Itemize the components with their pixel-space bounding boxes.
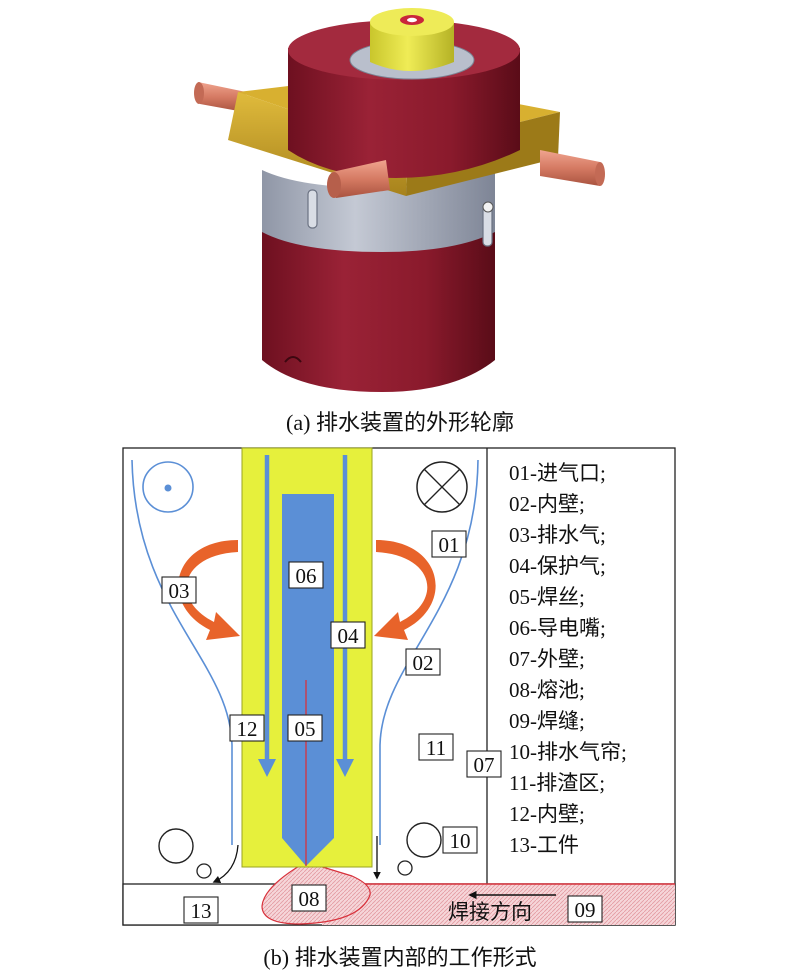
callout-03: 03 (161, 576, 197, 604)
copper-nozzle-front (327, 160, 390, 198)
callout-12: 12 (229, 714, 265, 742)
cap-hole-center (407, 17, 417, 23)
callout-01: 01 (431, 530, 467, 558)
svg-text:04: 04 (338, 624, 360, 648)
legend-item: 04-保护气; (509, 554, 606, 578)
legend-item: 02-内壁; (509, 492, 585, 516)
inlet-out-symbol (142, 461, 194, 513)
svg-text:10: 10 (450, 829, 471, 853)
copper-nozzle-left (194, 82, 246, 112)
legend-item: 12-内壁; (509, 802, 585, 826)
caption-b: (b) 排水装置内部的工作形式 (263, 945, 536, 970)
svg-text:01: 01 (439, 533, 460, 557)
callout-10: 10 (442, 826, 478, 854)
working-diagram: 焊接方向 01 02 03 04 05 06 07 08 09 10 11 12… (122, 447, 676, 926)
callout-08: 08 (291, 884, 327, 912)
device-3d-view (194, 8, 605, 392)
ring-slot-left (307, 189, 318, 229)
inner-wall-left (131, 459, 233, 845)
gray-ring (262, 170, 495, 252)
legend-item: 13-工件 (509, 833, 579, 857)
yellow-cap (370, 22, 454, 71)
weld-seam (322, 884, 675, 925)
drain-gas-arrow-right (374, 540, 436, 640)
legend-item: 05-焊丝; (509, 585, 585, 609)
callout-04: 04 (330, 621, 366, 649)
inner-wall-right (379, 459, 479, 845)
upper-body (288, 48, 520, 178)
drain-gas-arrow-left (178, 540, 240, 640)
legend-item: 08-熔池; (509, 678, 585, 702)
svg-text:03: 03 (169, 579, 190, 603)
callout-09: 09 (567, 895, 603, 923)
legend-item: 06-导电嘴; (509, 616, 606, 640)
curtain-circle-left-small (196, 863, 212, 879)
svg-text:13: 13 (191, 899, 212, 923)
welding-direction-label: 焊接方向 (448, 900, 532, 924)
legend-item: 01-进气口; (509, 461, 606, 485)
inlet-out-dot (164, 484, 172, 492)
callout-06: 06 (288, 561, 324, 589)
diagram-frame (122, 447, 676, 926)
svg-text:09: 09 (575, 898, 596, 922)
slag-arrow-left (212, 844, 239, 883)
svg-text:07: 07 (474, 753, 495, 777)
legend-item: 11-排渣区; (509, 771, 605, 795)
callout-02: 02 (405, 648, 441, 676)
svg-text:05: 05 (295, 717, 316, 741)
lower-body (262, 228, 495, 392)
callout-07: 07 (466, 750, 502, 778)
lower-body-notch (284, 356, 302, 363)
callout-13: 13 (183, 896, 219, 924)
legend-item: 09-焊缝; (509, 709, 585, 733)
legend-item: 10-排水气帘; (509, 740, 627, 764)
curtain-circle-left-big (158, 828, 194, 864)
svg-text:08: 08 (299, 887, 320, 911)
callout-11: 11 (418, 733, 454, 761)
callout-05: 05 (287, 714, 323, 742)
caption-a: (a) 排水装置的外形轮廓 (286, 410, 514, 435)
curtain-circle-right-big (406, 822, 442, 858)
ring-pin (482, 201, 494, 213)
svg-text:06: 06 (296, 564, 317, 588)
svg-text:02: 02 (413, 651, 434, 675)
legend: 01-进气口; 02-内壁; 03-排水气; 04-保护气; 05-焊丝; 06… (509, 461, 627, 857)
contact-tip (282, 494, 334, 866)
svg-text:12: 12 (237, 717, 258, 741)
curtain-circle-right-small (397, 860, 413, 876)
inlet-in-symbol (416, 461, 468, 513)
svg-text:11: 11 (426, 736, 446, 760)
copper-nozzle-right (540, 150, 605, 186)
legend-item: 07-外壁; (509, 647, 585, 671)
legend-item: 03-排水气; (509, 523, 606, 547)
